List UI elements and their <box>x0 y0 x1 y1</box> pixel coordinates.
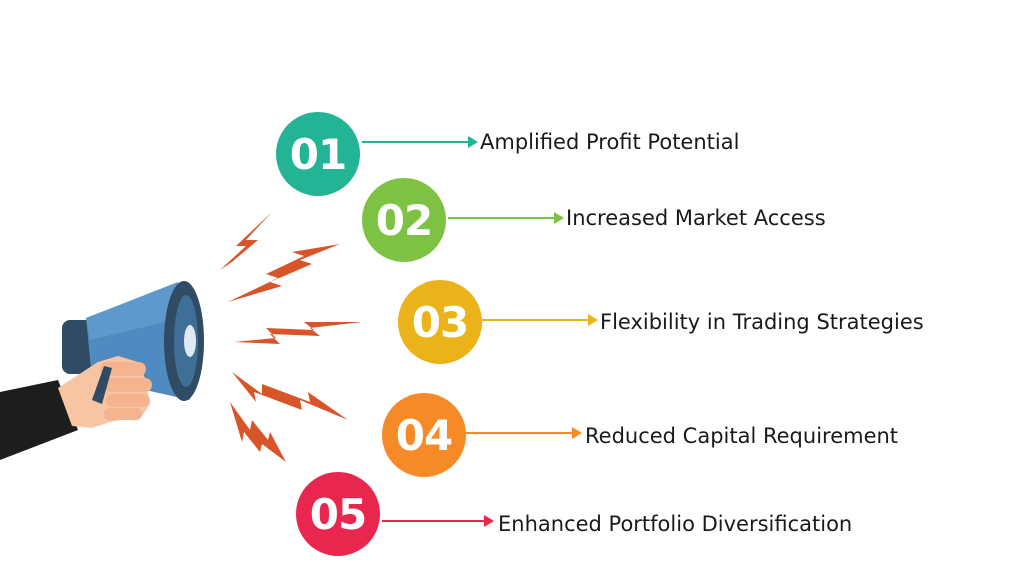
bolt-1 <box>220 212 272 270</box>
bolt-2 <box>228 244 340 302</box>
badge-03: 03 <box>398 280 482 364</box>
label-02: Increased Market Access <box>566 206 826 230</box>
badge-01-number: 01 <box>289 129 347 179</box>
arrow-02 <box>448 211 564 225</box>
badge-03-number: 03 <box>411 297 469 347</box>
label-05: Enhanced Portfolio Diversification <box>498 512 853 536</box>
badge-04: 04 <box>382 393 466 477</box>
hand-icon <box>58 356 152 428</box>
bolt-5 <box>230 402 286 462</box>
arrow-04 <box>466 426 582 440</box>
sleeve-shape <box>0 380 78 460</box>
bolt-4 <box>232 372 348 420</box>
bolt-3 <box>234 322 362 344</box>
arrow-01 <box>362 135 478 149</box>
label-03: Flexibility in Trading Strategies <box>600 310 924 334</box>
arrow-05 <box>382 514 494 528</box>
badge-02: 02 <box>362 178 446 262</box>
arrow-03 <box>482 313 598 327</box>
badge-01: 01 <box>276 112 360 196</box>
label-01: Amplified Profit Potential <box>480 130 740 154</box>
lightning-bolt-icon <box>220 212 362 462</box>
badge-05: 05 <box>296 472 380 556</box>
megaphone-illustration <box>0 212 362 462</box>
badge-05-number: 05 <box>309 489 367 539</box>
badge-04-number: 04 <box>395 410 453 460</box>
badge-02-number: 02 <box>375 195 433 245</box>
label-04: Reduced Capital Requirement <box>585 424 899 448</box>
